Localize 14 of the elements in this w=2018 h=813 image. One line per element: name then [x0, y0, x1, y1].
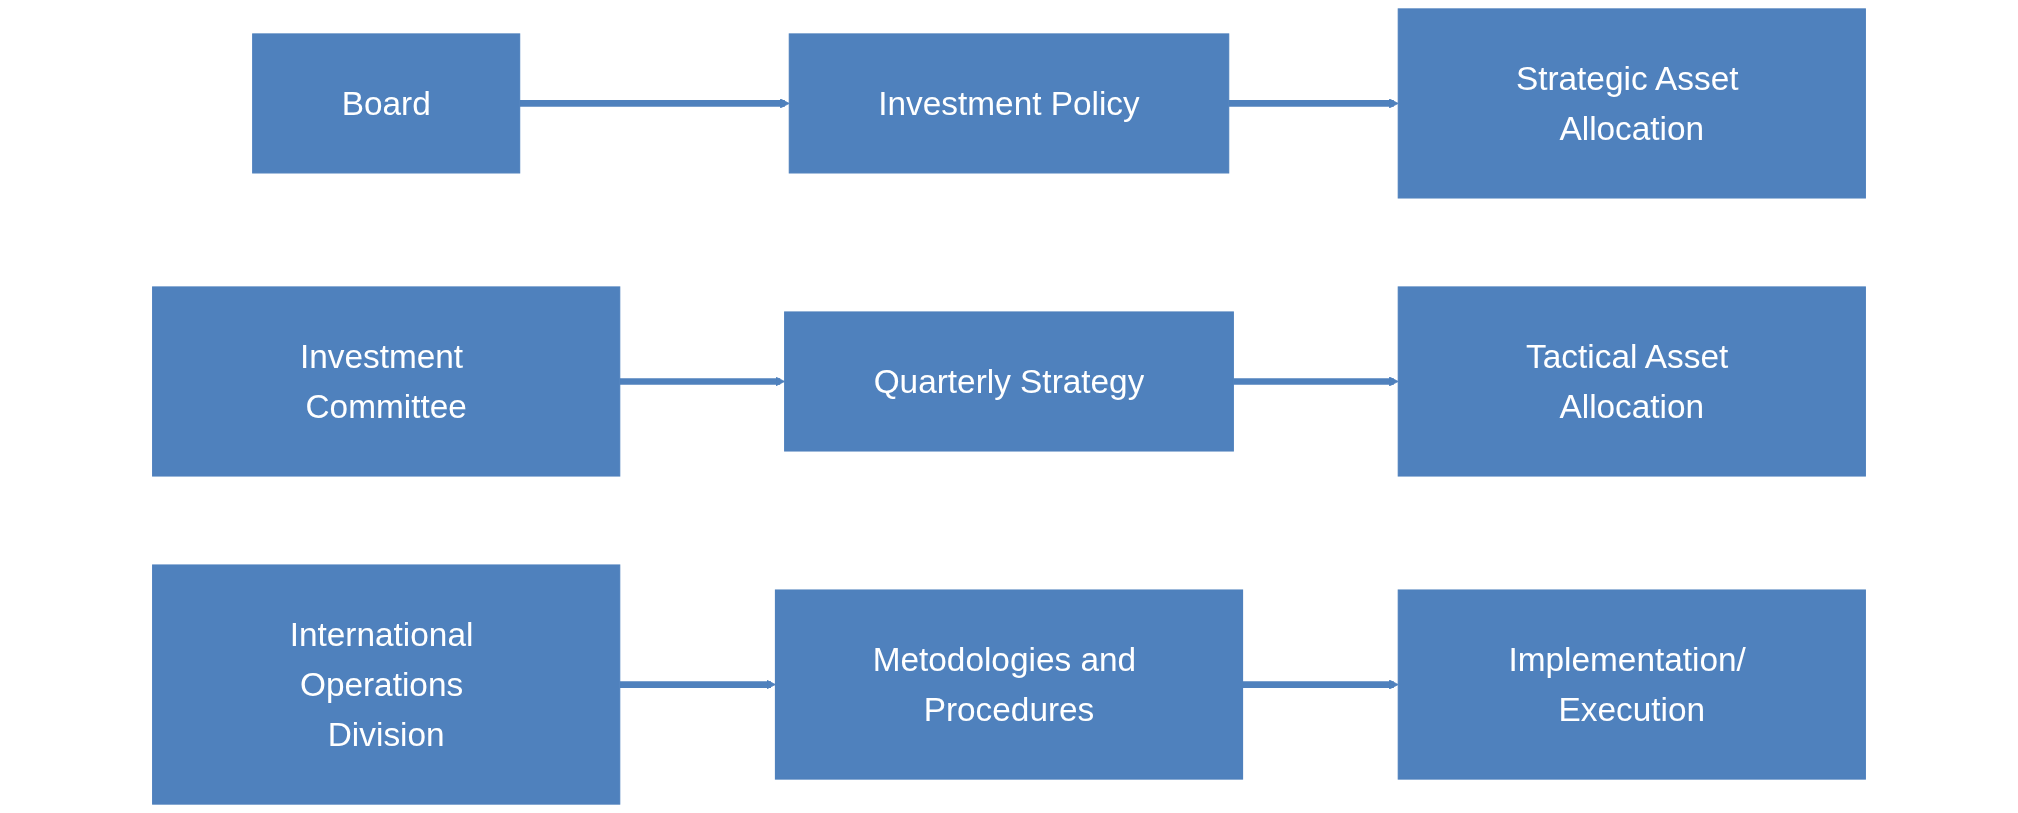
arrow [1242, 679, 1399, 690]
node-box: Board [252, 33, 521, 174]
arrow [1233, 376, 1399, 387]
node-box: Strategic Asset Allocation [1397, 8, 1866, 199]
arrow [519, 98, 790, 109]
node-box: International Operations Division [152, 564, 621, 805]
node-box: Tactical Asset Allocation [1397, 286, 1866, 477]
node-box: Implementation/ Execution [1397, 589, 1866, 780]
node-box: Quarterly Strategy [784, 311, 1234, 452]
node-box: Investment Committee [152, 286, 621, 477]
arrow [1228, 98, 1399, 109]
arrow [619, 679, 776, 690]
node-box: Metodologies and Procedures [774, 589, 1244, 780]
node-box: Investment Policy [788, 33, 1230, 174]
